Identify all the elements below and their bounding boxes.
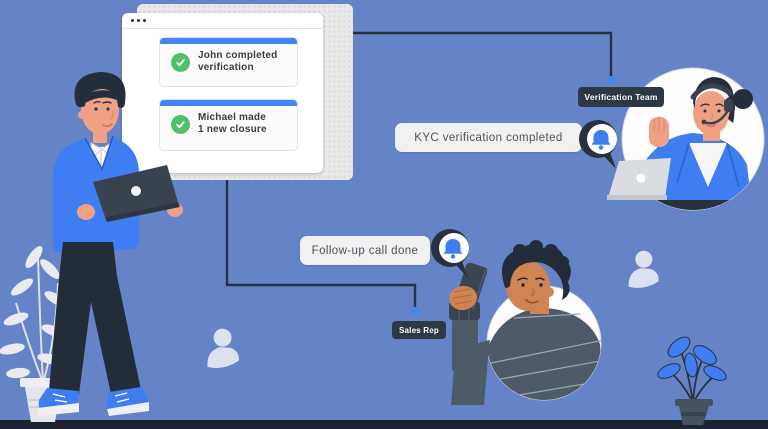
bell-icon: [591, 130, 611, 150]
bell-icon: [443, 239, 463, 259]
window-dot-icon: [143, 19, 146, 22]
bell-notification-bubble: [579, 120, 617, 169]
check-icon: [171, 114, 190, 134]
kyc-speech-text: KYC verification completed: [414, 131, 563, 144]
connector-endpoint-dot: [411, 307, 419, 315]
notifications-window: John completed verification Michael made…: [122, 13, 323, 173]
sales-rep-label: Sales Rep: [392, 321, 446, 339]
sales-rep-avatar: [449, 240, 602, 405]
ground-line: [0, 420, 768, 429]
user-silhouette-icon: [207, 328, 239, 369]
sales-rep-label-text: Sales Rep: [398, 325, 440, 335]
man-with-laptop: [37, 72, 183, 416]
check-icon: [171, 52, 190, 72]
window-dot-icon: [131, 19, 134, 22]
verification-team-label-text: Verification Team: [584, 92, 658, 102]
connector-to-verification-team: [338, 31, 613, 76]
user-silhouette-icon: [628, 250, 659, 288]
notification-card: Michael made 1 new closure: [159, 99, 298, 151]
notification-text: John completed verification: [198, 50, 278, 73]
card-accent-bar: [160, 38, 297, 44]
card-accent-bar: [160, 100, 297, 106]
bell-notification-bubble: [431, 229, 469, 278]
notification-text: Michael made 1 new closure: [198, 112, 267, 135]
kyc-speech-pill: KYC verification completed: [395, 123, 582, 152]
followup-speech-pill: Follow-up call done: [300, 236, 430, 265]
window-titlebar: [122, 13, 323, 29]
followup-speech-text: Follow-up call done: [311, 244, 419, 257]
verification-team-label: Verification Team: [578, 87, 664, 107]
window-dot-icon: [137, 19, 140, 22]
notification-card: John completed verification: [159, 37, 298, 87]
verification-team-avatar: [607, 67, 765, 211]
blue-plant: [657, 336, 727, 425]
